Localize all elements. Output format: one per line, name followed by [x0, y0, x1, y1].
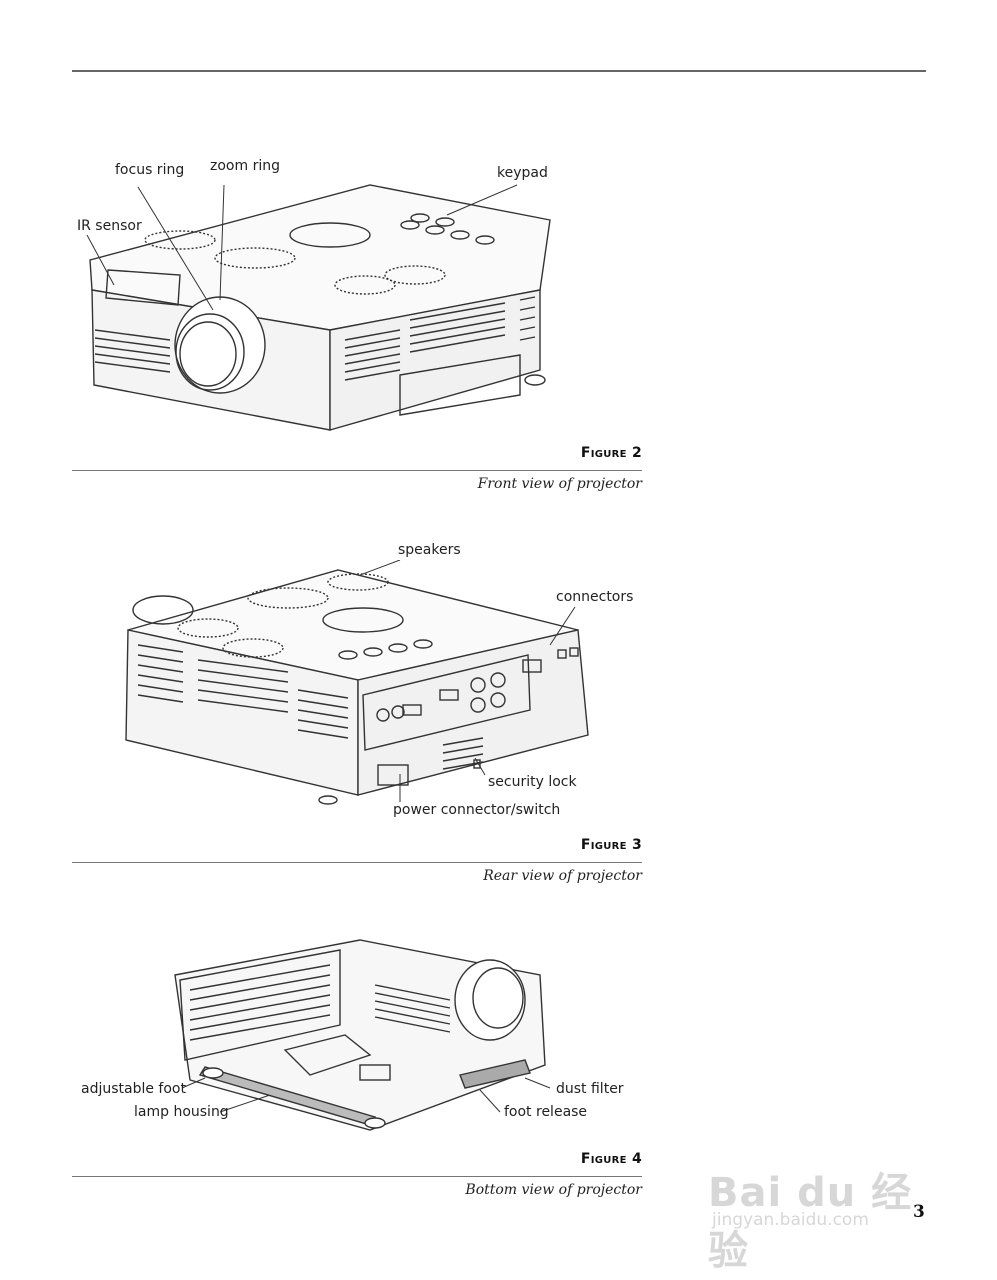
watermark-url-text: jingyan.baidu.com: [712, 1210, 869, 1230]
callout-adjustable-foot: adjustable foot: [81, 1081, 186, 1097]
bottom-view-callout-lines: [181, 1077, 551, 1113]
front-view-illustration: [89, 184, 551, 431]
watermark-main-text: Bai du 经验: [708, 1170, 913, 1274]
bottom-view-illustration: [174, 939, 546, 1131]
callout-lamp-housing: lamp housing: [134, 1104, 229, 1120]
rear-view-illustration: [125, 569, 589, 805]
callout-foot-release: foot release: [504, 1104, 588, 1120]
figure-4-rule: [72, 1176, 642, 1177]
callout-dust-filter: dust filter: [556, 1081, 624, 1097]
callout-speakers: speakers: [398, 542, 461, 558]
rear-view-callout-lines: [360, 560, 576, 802]
figure-3-rule: [72, 862, 642, 863]
figure-4-caption: Bottom view of projector: [465, 1182, 642, 1198]
front-view-callout-lines: [86, 184, 518, 311]
figure-4-title: Figure 4: [580, 1151, 642, 1167]
callout-ir-sensor: IR sensor: [77, 218, 142, 234]
figure-3-title: Figure 3: [580, 837, 642, 853]
callout-connectors: connectors: [556, 589, 634, 605]
figure-2-caption: Front view of projector: [477, 476, 642, 492]
callout-focus-ring: focus ring: [115, 162, 185, 178]
callout-zoom-ring: zoom ring: [210, 158, 280, 174]
figure-2-title: Figure 2: [580, 445, 642, 461]
header-rule: [72, 70, 926, 72]
page-number: 3: [913, 1202, 925, 1222]
callout-keypad: keypad: [497, 165, 548, 181]
figure-3-caption: Rear view of projector: [483, 868, 642, 884]
baidu-watermark: Bai du 经验 jingyan.baidu.com: [700, 1130, 940, 1274]
figure-2-rule: [72, 470, 642, 471]
callout-security-lock: security lock: [488, 774, 577, 790]
callout-power-connector: power connector/switch: [393, 802, 561, 818]
